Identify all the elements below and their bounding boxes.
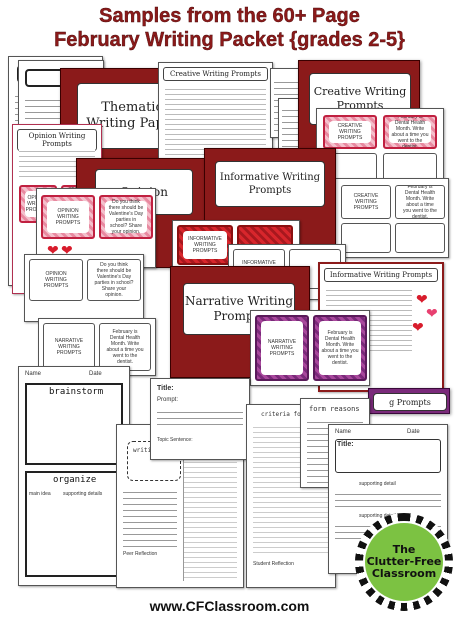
clutter-free-classroom-logo: The Clutter-Free Classroom bbox=[355, 513, 453, 611]
supporting-detail-label-1: supporting detail bbox=[359, 481, 396, 487]
opinion-cards-color-sheet: OPINION WRITING PROMPTS Do you think the… bbox=[36, 188, 156, 268]
opinion-bw-card-1-label: OPINION WRITING PROMPTS bbox=[34, 264, 78, 296]
website-url[interactable]: www.CFClassroom.com bbox=[149, 598, 310, 614]
creative-card-bw-1-label: CREATIVE WRITING PROMPTS bbox=[346, 190, 386, 214]
narrative-bw-card-2-label: February is Dental Health Month. Write a… bbox=[104, 328, 146, 366]
opinion-color-card-2: Do you think there should be Valentine's… bbox=[99, 195, 153, 239]
opinion-cards-bw-sheet: OPINION WRITING PROMPTS Do you think the… bbox=[24, 254, 144, 322]
opinion-bw-card-2-label: Do you think there should be Valentine's… bbox=[92, 262, 136, 298]
name-label: Name bbox=[25, 371, 42, 377]
creative-card-bw-4 bbox=[395, 223, 445, 253]
creative-card-2: February is Dental Health Month. Write a… bbox=[383, 115, 437, 149]
main-idea-label: main idea bbox=[29, 491, 51, 497]
informative-color-card-1-label: INFORMATIVE WRITING PROMPTS bbox=[183, 231, 227, 259]
narrative-strip-label: g Prompts bbox=[373, 393, 447, 411]
narrative-bw-card-1: NARRATIVE WRITING PROMPTS bbox=[43, 323, 95, 371]
creative-card-1: CREATIVE WRITING PROMPTS bbox=[323, 115, 377, 149]
informative-color-card-1: INFORMATIVE WRITING PROMPTS bbox=[177, 225, 233, 265]
heart-icon: ❤ bbox=[47, 242, 59, 258]
narrative-color-card-2: February is Dental Health Month. Write a… bbox=[313, 315, 367, 381]
opinion-color-card-1: OPINION WRITING PROMPTS bbox=[41, 195, 95, 239]
informative-sheet-header: Informative Writing Prompts bbox=[324, 268, 438, 282]
heart-icon: ❤ bbox=[426, 305, 438, 321]
opinion-color-card-1-label: OPINION WRITING PROMPTS bbox=[47, 201, 89, 233]
date-label: Date bbox=[89, 371, 102, 377]
creative-sheet-header: Creative Writing Prompts bbox=[163, 67, 268, 81]
creative-cards-sheet-bw: CREATIVE WRITING PROMPTS February is Den… bbox=[334, 178, 449, 258]
brainstorm-label: brainstorm bbox=[49, 387, 104, 397]
supporting-detail-label-2: supporting detail bbox=[359, 513, 396, 519]
informative-prompts-list-sheet: Informative Writing Prompts ❤ ❤ ❤ bbox=[318, 262, 444, 392]
organize-label: organize bbox=[53, 475, 97, 485]
narrative-color-card-1-label: NARRATIVE WRITING PROMPTS bbox=[261, 321, 303, 375]
logo-line-1: The bbox=[392, 543, 416, 556]
logo-line-3: Classroom bbox=[371, 567, 437, 580]
peer-reflection-label: Peer Reflection bbox=[123, 551, 158, 557]
supporting-details-label: supporting details bbox=[63, 491, 103, 497]
opinion-bw-card-1: OPINION WRITING PROMPTS bbox=[29, 259, 83, 301]
informative-cover-title: Informative Writing Prompts bbox=[215, 161, 325, 207]
criteria-sheet-label: criteria for success bbox=[261, 411, 334, 418]
creative-card-bw-3 bbox=[341, 223, 391, 253]
creative-card-bw-2-label: February is Dental Health Month. Write a… bbox=[400, 186, 440, 218]
creative-card-1-label: CREATIVE WRITING PROMPTS bbox=[329, 121, 371, 143]
brainstorm-organizer: Name Date brainstorm organize main idea … bbox=[18, 366, 130, 586]
narrative-bw-card-1-label: NARRATIVE WRITING PROMPTS bbox=[48, 328, 90, 366]
creative-card-bw-1: CREATIVE WRITING PROMPTS bbox=[341, 185, 391, 219]
name-label-right: Name bbox=[335, 429, 352, 435]
title-label: Title: bbox=[157, 385, 174, 392]
title-line-1: Samples from the 60+ Page bbox=[99, 5, 360, 27]
opinion-bw-card-2: Do you think there should be Valentine's… bbox=[87, 259, 141, 301]
narrative-cards-color-sheet: NARRATIVE WRITING PROMPTS February is De… bbox=[250, 310, 370, 386]
heart-icon: ❤ bbox=[61, 242, 73, 258]
creative-cards-sheet: CREATIVE WRITING PROMPTS February is Den… bbox=[316, 108, 444, 188]
creative-card-2-label: February is Dental Health Month. Write a… bbox=[389, 117, 431, 147]
topic-sentence-label: Topic Sentence: bbox=[157, 437, 193, 443]
page-title: Samples from the 60+ Page February Writi… bbox=[0, 4, 459, 52]
heart-icon: ❤ bbox=[412, 319, 424, 335]
prompt-title-sheet: Title: Prompt: Topic Sentence: bbox=[150, 378, 250, 460]
opinion-color-card-2-label: Do you think there should be Valentine's… bbox=[105, 199, 147, 235]
narrative-color-card-2-label: February is Dental Health Month. Write a… bbox=[319, 321, 361, 375]
title-line-2: February Writing Packet {grades 2-5} bbox=[54, 29, 405, 51]
prompt-label: Prompt: bbox=[157, 397, 179, 403]
creative-card-bw-2: February is Dental Health Month. Write a… bbox=[395, 185, 445, 219]
logo-line-2: Clutter-Free bbox=[366, 555, 442, 568]
heart-icon: ❤ bbox=[416, 291, 428, 307]
form-reasons-label: form reasons bbox=[309, 405, 360, 413]
narrative-color-card-1: NARRATIVE WRITING PROMPTS bbox=[255, 315, 309, 381]
date-label-right: Date bbox=[407, 429, 420, 435]
title-label-right: Title: bbox=[337, 441, 354, 448]
narrative-bw-card-2: February is Dental Health Month. Write a… bbox=[99, 323, 151, 371]
student-reflection-label: Student Reflection bbox=[253, 561, 294, 567]
narrative-prompts-strip: g Prompts bbox=[368, 388, 450, 414]
